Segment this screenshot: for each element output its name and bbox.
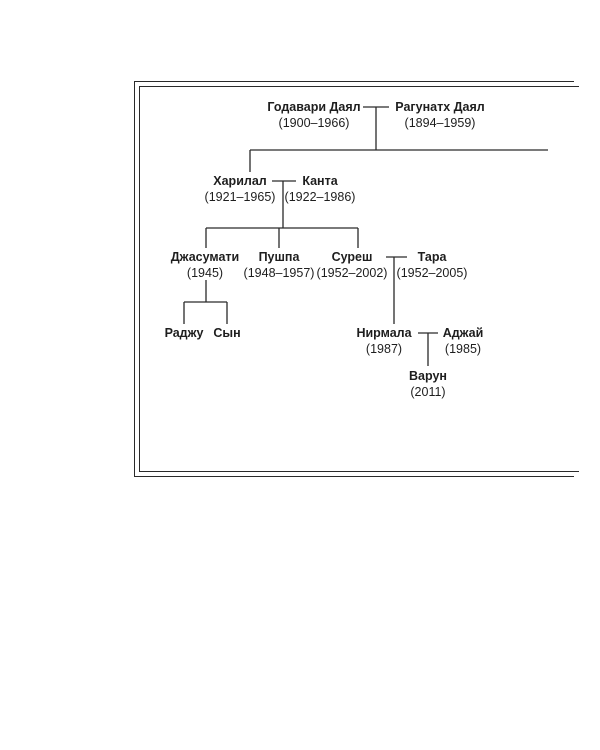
person-name: Варун (409, 369, 447, 383)
person-dates: (1900–1966) (278, 116, 350, 130)
person-name: Рагунатх Даял (395, 100, 485, 114)
person-jasumati: Джасумати (1945) (171, 249, 239, 281)
person-godavari: Годавари Даял (1900–1966) (267, 99, 360, 131)
person-suresh: Суреш (1952–2002) (317, 249, 388, 281)
person-kanta: Канта (1922–1986) (285, 173, 356, 205)
person-name: Сын (213, 326, 241, 340)
person-pushpa: Пушпа (1948–1957) (244, 249, 315, 281)
person-dates: (1921–1965) (204, 190, 276, 204)
person-dates: (1922–1986) (284, 190, 356, 204)
person-name: Раджу (164, 326, 204, 340)
person-name: Аджай (442, 326, 484, 340)
person-ajay: Аджай (1985) (443, 325, 484, 357)
person-name: Тара (417, 250, 447, 264)
inner-border (139, 86, 579, 472)
person-dates: (1945) (186, 266, 224, 280)
person-dates: (1894–1959) (404, 116, 476, 130)
person-dates: (1985) (444, 342, 482, 356)
person-dates: (1948–1957) (243, 266, 315, 280)
person-name: Годавари Даял (267, 100, 361, 114)
person-ragunath: Рагунатх Даял (1894–1959) (395, 99, 484, 131)
person-dates: (1952–2002) (316, 266, 388, 280)
person-nirmala: Нирмала (1987) (356, 325, 411, 357)
person-name: Джасумати (170, 250, 240, 264)
person-name: Нирмала (356, 326, 412, 340)
person-dates: (1987) (365, 342, 403, 356)
person-dates: (2011) (410, 385, 446, 399)
person-name: Пушпа (258, 250, 300, 264)
person-name: Харилал (213, 174, 267, 188)
person-dates: (1952–2005) (396, 266, 468, 280)
person-varun: Варун (2011) (409, 368, 447, 400)
person-harilal: Харилал (1921–1965) (205, 173, 276, 205)
person-son: Сын (213, 325, 240, 341)
person-name: Суреш (331, 250, 373, 264)
outer-border (134, 81, 574, 477)
person-raju: Раджу (165, 325, 204, 341)
person-name: Канта (302, 174, 338, 188)
person-tara: Тара (1952–2005) (397, 249, 468, 281)
